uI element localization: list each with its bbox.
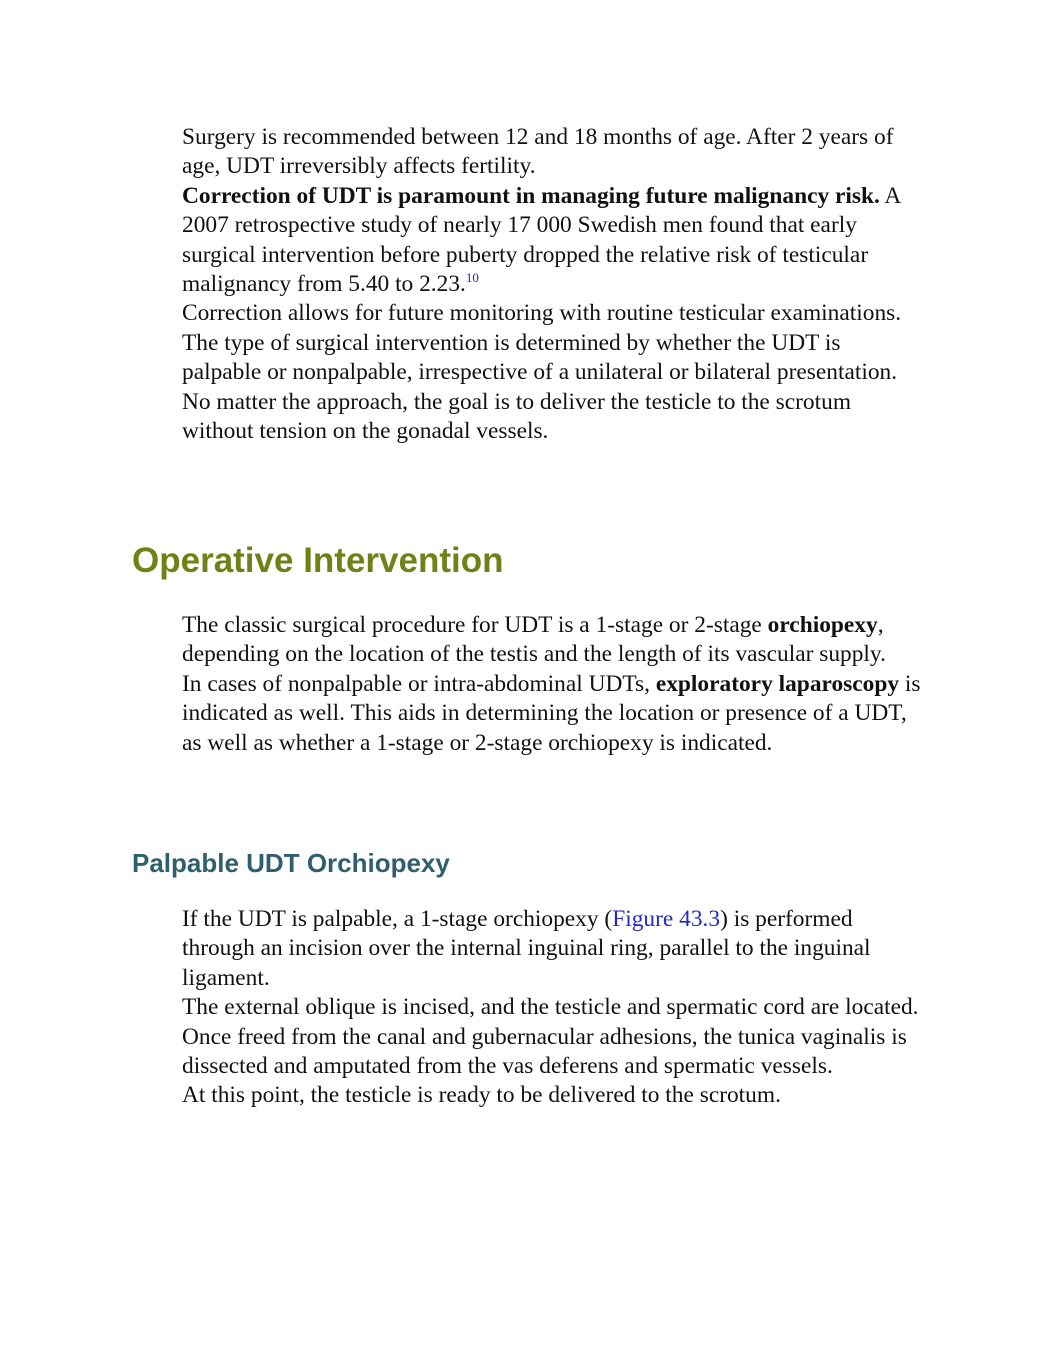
paragraph-surgery-timing: Surgery is recommended between 12 and 18… <box>182 124 894 180</box>
paragraph-classic-procedure: The classic surgical procedure for UDT i… <box>182 611 922 670</box>
paragraph-delivery: At this point, the testicle is ready to … <box>182 1082 781 1109</box>
paragraph-tunica-vaginalis: Once freed from the canal and gubernacul… <box>182 1023 907 1080</box>
intro-section: Surgery is recommended between 12 and 18… <box>182 123 922 446</box>
subsection-heading-palpable-udt: Palpable UDT Orchiopexy <box>132 848 450 878</box>
paragraph-text: If the UDT is palpable, a 1-stage orchio… <box>182 906 613 932</box>
bold-term-orchiopexy: orchiopexy <box>767 612 878 638</box>
operative-section: The classic surgical procedure for UDT i… <box>182 611 922 758</box>
paragraph-intervention-type: The type of surgical intervention is det… <box>182 329 898 386</box>
paragraph-text: , depending on the location of the testi… <box>182 612 886 668</box>
paragraph-text: is indicated as well. This aids in deter… <box>182 670 921 756</box>
paragraph-palpable-procedure: If the UDT is palpable, a 1-stage orchio… <box>182 905 922 993</box>
palpable-section: If the UDT is palpable, a 1-stage orchio… <box>182 905 922 1111</box>
paragraph-external-oblique: The external oblique is incised, and the… <box>182 994 919 1021</box>
paragraph-text: In cases of nonpalpable or intra-abdomin… <box>182 670 656 697</box>
paragraph-malignancy-risk: Correction of UDT is paramount in managi… <box>182 182 922 300</box>
paragraph-monitoring: Correction allows for future monitoring … <box>182 300 902 327</box>
paragraph-text: A 2007 retrospective study of nearly 17 … <box>182 182 901 298</box>
paragraph-text: The classic surgical procedure for UDT i… <box>182 612 768 638</box>
figure-reference-link[interactable]: Figure 43.3 <box>612 906 721 932</box>
footnote-reference-link[interactable]: 10 <box>465 270 479 286</box>
paragraph-laparoscopy: In cases of nonpalpable or intra-abdomin… <box>182 670 922 758</box>
bold-key-point: Correction of UDT is paramount in managi… <box>182 182 880 209</box>
section-heading-operative-intervention: Operative Intervention <box>132 541 504 580</box>
bold-term-laparoscopy: exploratory laparoscopy <box>655 670 900 697</box>
paragraph-text: ) is performed through an incision over … <box>182 906 871 991</box>
paragraph-goal: No matter the approach, the goal is to d… <box>182 388 852 445</box>
